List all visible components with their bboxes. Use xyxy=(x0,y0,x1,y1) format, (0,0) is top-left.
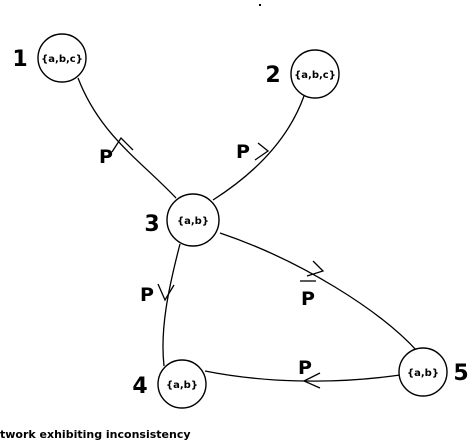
edge-line xyxy=(212,95,305,201)
node-number: 5 xyxy=(453,361,468,386)
arrow-head xyxy=(254,142,270,161)
node-2: {a,b,c} 2 xyxy=(265,49,340,99)
node-circle xyxy=(166,193,220,247)
edge-label: P xyxy=(236,141,250,163)
edge-label: P xyxy=(301,288,315,310)
node-domain: {a,b,c} xyxy=(41,54,83,65)
node-domain: {a,b} xyxy=(166,380,198,391)
edge-line xyxy=(162,243,181,367)
edge-3-5: P xyxy=(219,232,419,353)
arrow-head xyxy=(157,283,175,302)
node-1: {a,b,c} 1 xyxy=(12,33,87,83)
edge-5-4: P xyxy=(204,357,401,389)
edge-label: P xyxy=(140,284,154,306)
edge-line xyxy=(219,232,419,353)
node-number: 3 xyxy=(144,212,159,237)
edge-3-4: P xyxy=(140,243,181,367)
node-number: 1 xyxy=(12,47,27,72)
figure-caption: twork exhibiting inconsistency xyxy=(0,428,191,441)
edge-line xyxy=(204,370,401,382)
edge-3-2: P xyxy=(212,95,305,201)
node-number: 2 xyxy=(265,63,280,88)
node-3: {a,b} 3 xyxy=(144,193,220,247)
node-domain: {a,b} xyxy=(407,368,439,379)
node-circle xyxy=(37,33,87,83)
edge-label: P xyxy=(298,357,312,379)
edge-3-1: P xyxy=(77,77,177,199)
arrow-head xyxy=(111,136,134,153)
node-4: {a,b} 4 xyxy=(132,359,207,409)
node-domain: {a,b,c} xyxy=(294,70,336,81)
edge-line xyxy=(77,77,177,199)
speck-mark xyxy=(259,4,261,6)
node-domain: {a,b} xyxy=(177,216,209,227)
node-circle xyxy=(157,359,207,409)
edge-label: P xyxy=(99,146,113,168)
arrow-head xyxy=(302,372,321,389)
node-circle xyxy=(398,347,448,397)
node-5: {a,b} 5 xyxy=(398,347,469,397)
node-circle xyxy=(290,49,340,99)
arrow-head xyxy=(306,260,325,277)
node-number: 4 xyxy=(132,374,147,399)
